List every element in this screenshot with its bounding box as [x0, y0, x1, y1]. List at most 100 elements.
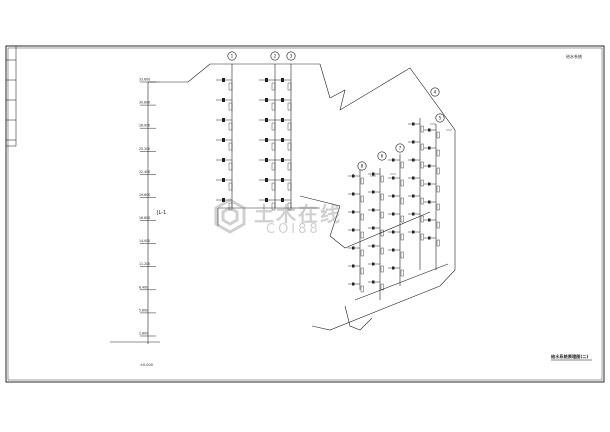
valve-icon	[412, 194, 415, 198]
meter-icon	[271, 142, 276, 151]
meter-icon	[436, 167, 440, 175]
valve-icon	[428, 218, 431, 222]
valve-icon	[428, 164, 431, 168]
riser-bubble	[377, 151, 387, 161]
title-block-note: 给水系统	[566, 53, 582, 59]
valve-icon	[265, 158, 268, 162]
meter-icon	[228, 142, 233, 151]
meter-icon	[228, 202, 233, 211]
elevation-label: 22.400	[139, 170, 150, 174]
valve-icon	[222, 118, 225, 122]
meter-icon	[360, 213, 364, 221]
riser-bubble	[395, 143, 405, 153]
valve-icon	[222, 178, 225, 182]
valve-icon	[352, 228, 355, 232]
riser-bubble-number: 4	[434, 90, 437, 95]
valve-icon	[412, 158, 415, 162]
valve-icon	[281, 78, 284, 82]
title-strip	[6, 46, 17, 147]
meter-icon	[400, 251, 404, 259]
meter-icon	[420, 143, 424, 151]
elevation-label: 28.000	[139, 124, 150, 128]
valve-icon	[392, 266, 395, 270]
valve-icon	[265, 98, 268, 102]
valve-icon	[352, 246, 355, 250]
drawing-title: 给水系统原理图(二)	[551, 353, 588, 360]
elevation-label: 14.000	[139, 239, 150, 243]
valve-icon	[222, 98, 225, 102]
meter-icon	[400, 215, 404, 223]
valve-icon	[281, 118, 284, 122]
meter-icon	[420, 161, 424, 169]
valve-icon	[392, 230, 395, 234]
valve-icon	[428, 182, 431, 186]
meter-icon	[420, 179, 424, 187]
valve-icon	[428, 146, 431, 150]
valve-icon	[412, 140, 415, 144]
meter-icon	[360, 267, 364, 275]
meter-icon	[420, 125, 424, 133]
lower-fixtures	[348, 122, 452, 293]
meter-icon	[271, 102, 276, 111]
meter-icon	[380, 193, 384, 201]
valve-icon	[352, 282, 355, 286]
elevation-markers: 33.60030.80028.00025.20022.40019.60016.8…	[139, 78, 156, 337]
meter-icon	[380, 175, 384, 183]
meter-icon	[380, 247, 384, 255]
riser-bubble	[435, 113, 445, 123]
meter-icon	[271, 82, 276, 91]
riser-bubble	[227, 51, 237, 61]
valve-icon	[392, 158, 395, 162]
meter-icon	[400, 233, 404, 241]
valve-icon	[222, 78, 225, 82]
riser-bubble-number: 3	[290, 54, 293, 59]
meter-icon	[228, 182, 233, 191]
valve-icon	[352, 174, 355, 178]
elevation-label: 11.200	[139, 262, 150, 266]
riser-bubble-number: 8	[361, 164, 364, 169]
main-riser	[110, 63, 320, 344]
riser-bubble-number: 5	[439, 116, 442, 121]
valve-icon	[222, 158, 225, 162]
valve-icon	[428, 128, 431, 132]
riser-bubble-number: 7	[399, 146, 402, 151]
meter-icon	[287, 122, 292, 131]
valve-icon	[372, 226, 375, 230]
upper-fixtures	[216, 78, 292, 211]
riser-bubble-number: 1	[231, 54, 234, 59]
valve-icon	[428, 200, 431, 204]
meter-icon	[360, 231, 364, 239]
riser-bubble	[270, 51, 280, 61]
meter-icon	[228, 162, 233, 171]
meter-icon	[271, 182, 276, 191]
elevation-label: 5.600	[139, 308, 148, 312]
valve-icon	[412, 212, 415, 216]
valve-icon	[265, 118, 268, 122]
meter-icon	[400, 179, 404, 187]
valve-icon	[392, 176, 395, 180]
meter-icon	[271, 122, 276, 131]
inner-border	[7, 47, 603, 381]
meter-icon	[360, 177, 364, 185]
valve-icon	[265, 78, 268, 82]
valve-icon	[412, 122, 415, 126]
meter-icon	[380, 265, 384, 273]
valve-icon	[372, 262, 375, 266]
elevation-label: 16.800	[139, 216, 150, 220]
valve-icon	[372, 280, 375, 284]
valve-icon	[372, 208, 375, 212]
meter-icon	[287, 202, 292, 211]
valve-icon	[281, 198, 284, 202]
meter-icon	[287, 102, 292, 111]
meter-icon	[228, 122, 233, 131]
valve-icon	[372, 244, 375, 248]
meter-icon	[436, 185, 440, 193]
meter-icon	[420, 197, 424, 205]
meter-icon	[380, 283, 384, 291]
valve-icon	[412, 176, 415, 180]
meter-icon	[360, 249, 364, 257]
valve-icon	[352, 192, 355, 196]
valve-icon	[372, 172, 375, 176]
